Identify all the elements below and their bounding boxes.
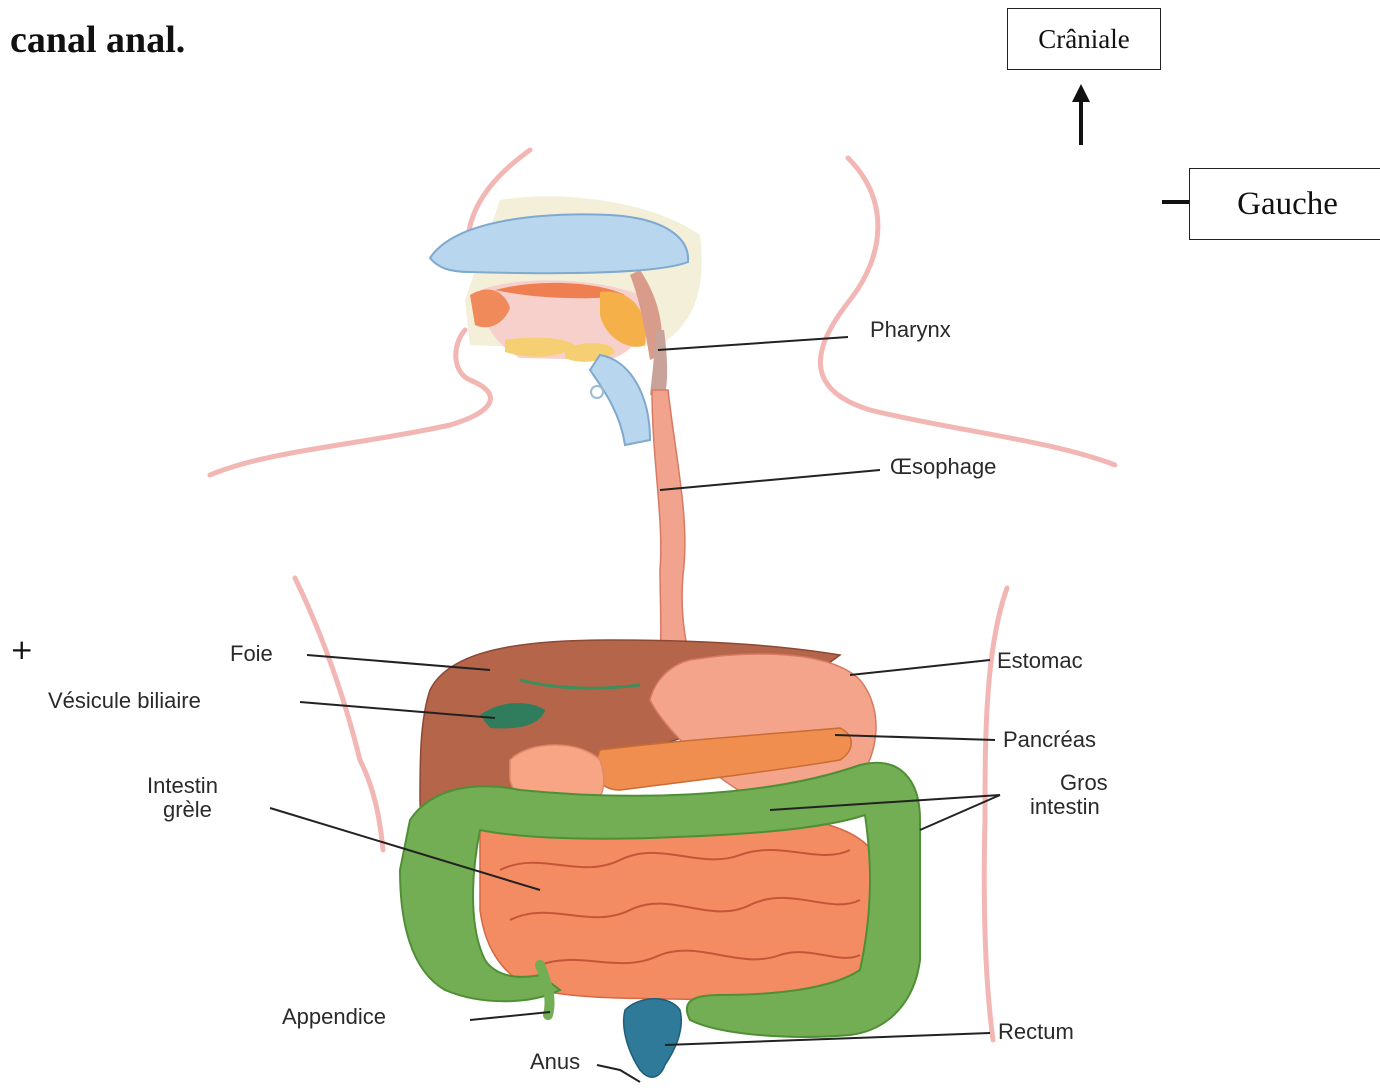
label-stomach: Estomac — [997, 648, 1083, 673]
label-large-intestine-2: intestin — [1030, 794, 1100, 819]
label-rectum: Rectum — [998, 1019, 1074, 1044]
cranial-arrow — [1072, 84, 1090, 145]
label-large-intestine-1: Gros — [1060, 770, 1108, 795]
label-small-intestine-2: grèle — [163, 797, 212, 822]
label-pancreas: Pancréas — [1003, 727, 1096, 752]
rectum — [624, 999, 682, 1077]
label-small-intestine-1: Intestin — [147, 773, 218, 798]
label-pharynx: Pharynx — [870, 317, 951, 342]
label-gallbladder: Vésicule biliaire — [48, 688, 201, 713]
label-esophagus: Œsophage — [890, 454, 996, 479]
label-appendix: Appendice — [282, 1004, 386, 1029]
label-liver: Foie — [230, 641, 273, 666]
label-anus: Anus — [530, 1049, 580, 1074]
esophagus — [650, 330, 690, 660]
trachea — [590, 355, 650, 445]
